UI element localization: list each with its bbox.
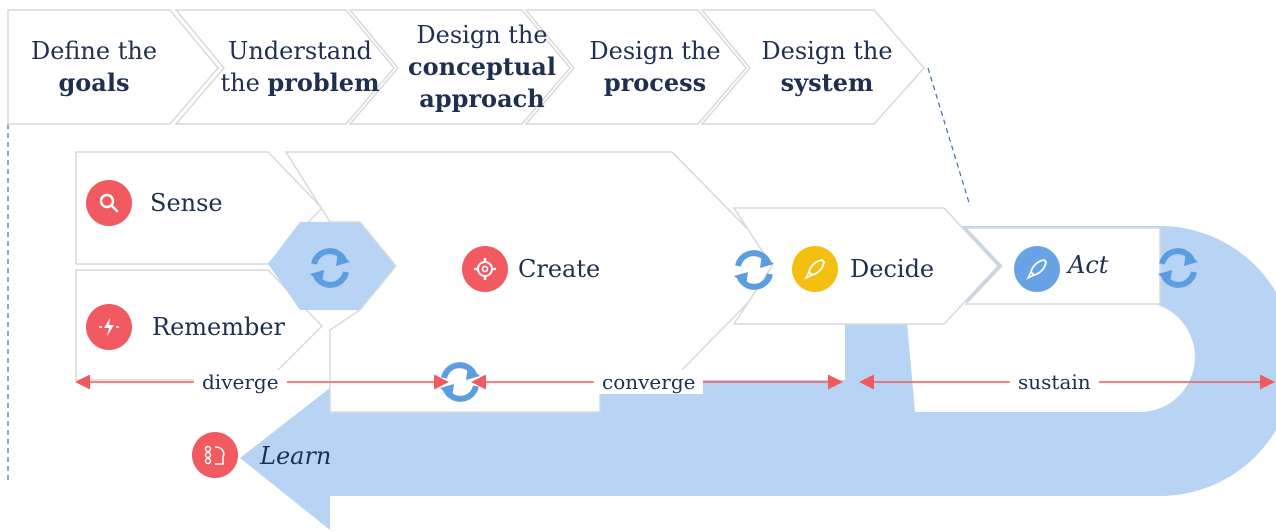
rocket-icon bbox=[792, 246, 838, 292]
stage-label-process: Design the process bbox=[580, 36, 730, 99]
stage-goals-line1: Define the bbox=[30, 37, 158, 65]
stage-conceptual-line2: conceptual bbox=[408, 52, 556, 81]
remember-box bbox=[75, 269, 324, 381]
decide-box bbox=[732, 207, 1000, 325]
stage-label-problem: Understand the problem bbox=[214, 36, 386, 99]
step-label-sense: Sense bbox=[150, 189, 223, 217]
stage-problem-line2-bold: problem bbox=[267, 68, 380, 97]
span-label-diverge: diverge bbox=[194, 370, 287, 394]
stage-chevron-system bbox=[700, 9, 925, 125]
rocket-icon bbox=[1014, 246, 1060, 292]
magnifier-icon bbox=[86, 180, 132, 226]
stage-label-conceptual: Design the conceptual approach bbox=[400, 20, 564, 115]
merge-hex bbox=[268, 222, 396, 310]
stage-conceptual-line1: Design the bbox=[416, 21, 548, 49]
span-label-sustain: sustain bbox=[1010, 370, 1099, 394]
stage-system-line1: Design the bbox=[761, 37, 893, 65]
stage-process-line2: process bbox=[603, 68, 707, 97]
stage-chevron-process bbox=[524, 9, 747, 125]
step-label-act: Act bbox=[1068, 251, 1109, 279]
right-dashed-guide bbox=[927, 67, 971, 207]
stage-goals-line2: goals bbox=[58, 68, 130, 97]
stage-label-goals: Define the goals bbox=[24, 36, 164, 99]
step-label-create: Create bbox=[518, 255, 601, 283]
stage-label-system: Design the system bbox=[752, 36, 902, 99]
step-label-decide: Decide bbox=[850, 255, 935, 283]
span-label-converge: converge bbox=[594, 370, 704, 394]
stage-process-line1: Design the bbox=[589, 37, 721, 65]
brain-icon bbox=[192, 432, 238, 478]
stage-system-line2: system bbox=[780, 68, 874, 97]
step-label-remember: Remember bbox=[152, 313, 286, 341]
spark-icon bbox=[86, 304, 132, 350]
stage-chevrons bbox=[7, 9, 925, 125]
stage-conceptual-line3: approach bbox=[419, 84, 545, 113]
gear-icon bbox=[462, 246, 508, 292]
stage-chevron-conceptual bbox=[348, 9, 571, 125]
stage-problem-line1: Understand bbox=[228, 37, 372, 65]
stage-problem-line2: the bbox=[220, 69, 268, 97]
stage-chevron-goals bbox=[7, 9, 219, 125]
stage-chevron-problem bbox=[174, 9, 395, 125]
act-box bbox=[964, 227, 1161, 305]
step-label-learn: Learn bbox=[260, 442, 332, 470]
